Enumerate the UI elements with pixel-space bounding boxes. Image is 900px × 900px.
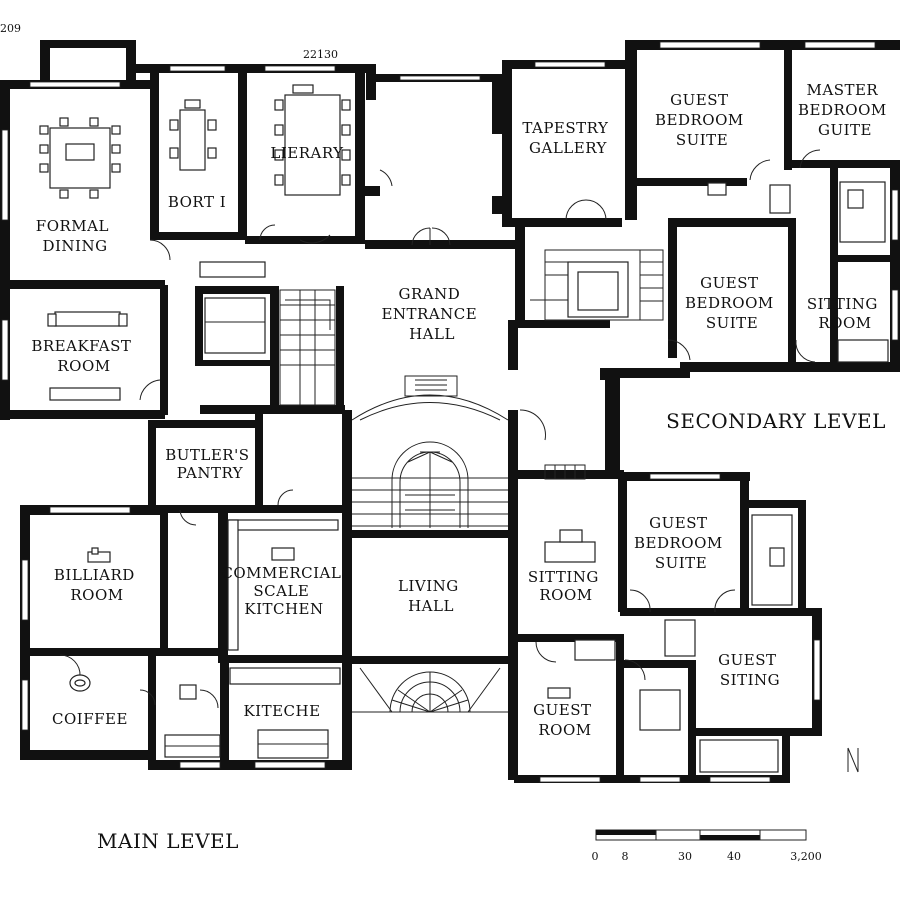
level-label-secondary: SECONDARY LEVEL bbox=[666, 409, 886, 433]
room-label-tapestry-gallery: TAPESTRY GALLERY bbox=[522, 119, 613, 157]
room-label-breakfast-room: BREAKFAST ROOM bbox=[31, 337, 136, 375]
scale-tick-1: 8 bbox=[622, 850, 629, 863]
room-label-guest-bedroom-suite-1: GUEST BEDROOM SUITE bbox=[655, 91, 749, 149]
room-label-sitting-room-1: SITTING ROOM bbox=[807, 295, 883, 332]
room-label-sitting-room-2: SITTING ROOM bbox=[528, 568, 604, 604]
room-label-guest-bedroom-suite-2: GUEST BEDROOM SUITE bbox=[685, 274, 779, 332]
furniture bbox=[39, 84, 596, 699]
room-label-master-bedroom-suite: MASTER BEDROOM GUITE bbox=[798, 81, 892, 139]
details bbox=[59, 149, 889, 841]
scale-tick-2: 30 bbox=[678, 850, 692, 863]
labels: 209 22130 FORMAL DINING BORT I LIERARY T… bbox=[0, 22, 892, 863]
level-label-main: MAIN LEVEL bbox=[97, 829, 239, 853]
top-code: 22130 bbox=[303, 48, 338, 61]
room-label-butlers-pantry: BUTLER'S PANTRY bbox=[165, 446, 255, 482]
room-label-grand-entrance-hall: GRAND ENTRANCE HALL bbox=[381, 285, 482, 343]
scale-tick-4: 3,200 bbox=[790, 850, 822, 863]
room-label-guest-room: GUEST ROOM bbox=[533, 701, 597, 739]
windows bbox=[1, 41, 899, 783]
room-label-formal-dining: FORMAL DINING bbox=[36, 217, 114, 255]
room-label-library: LIERARY bbox=[270, 144, 344, 162]
room-label-kiteche: KITECHE bbox=[243, 702, 320, 720]
sheet-number: 209 bbox=[0, 22, 21, 35]
scale-tick-3: 40 bbox=[727, 850, 741, 863]
room-label-living-hall: LIVING HALL bbox=[398, 577, 464, 615]
room-label-billiard-room: BILLIARD ROOM bbox=[54, 566, 140, 604]
room-label-guest-bedroom-suite-3: GUEST BEDROOM SUITE bbox=[634, 514, 728, 572]
room-label-coiffee: COIFFEE bbox=[52, 710, 128, 728]
room-label-commercial-kitchen: COMMERCIAL SCALE KITCHEN bbox=[221, 564, 346, 618]
scale-tick-0: 0 bbox=[592, 850, 599, 863]
room-label-bort: BORT I bbox=[168, 193, 226, 211]
room-label-guest-siting: GUEST SITING bbox=[718, 651, 782, 689]
